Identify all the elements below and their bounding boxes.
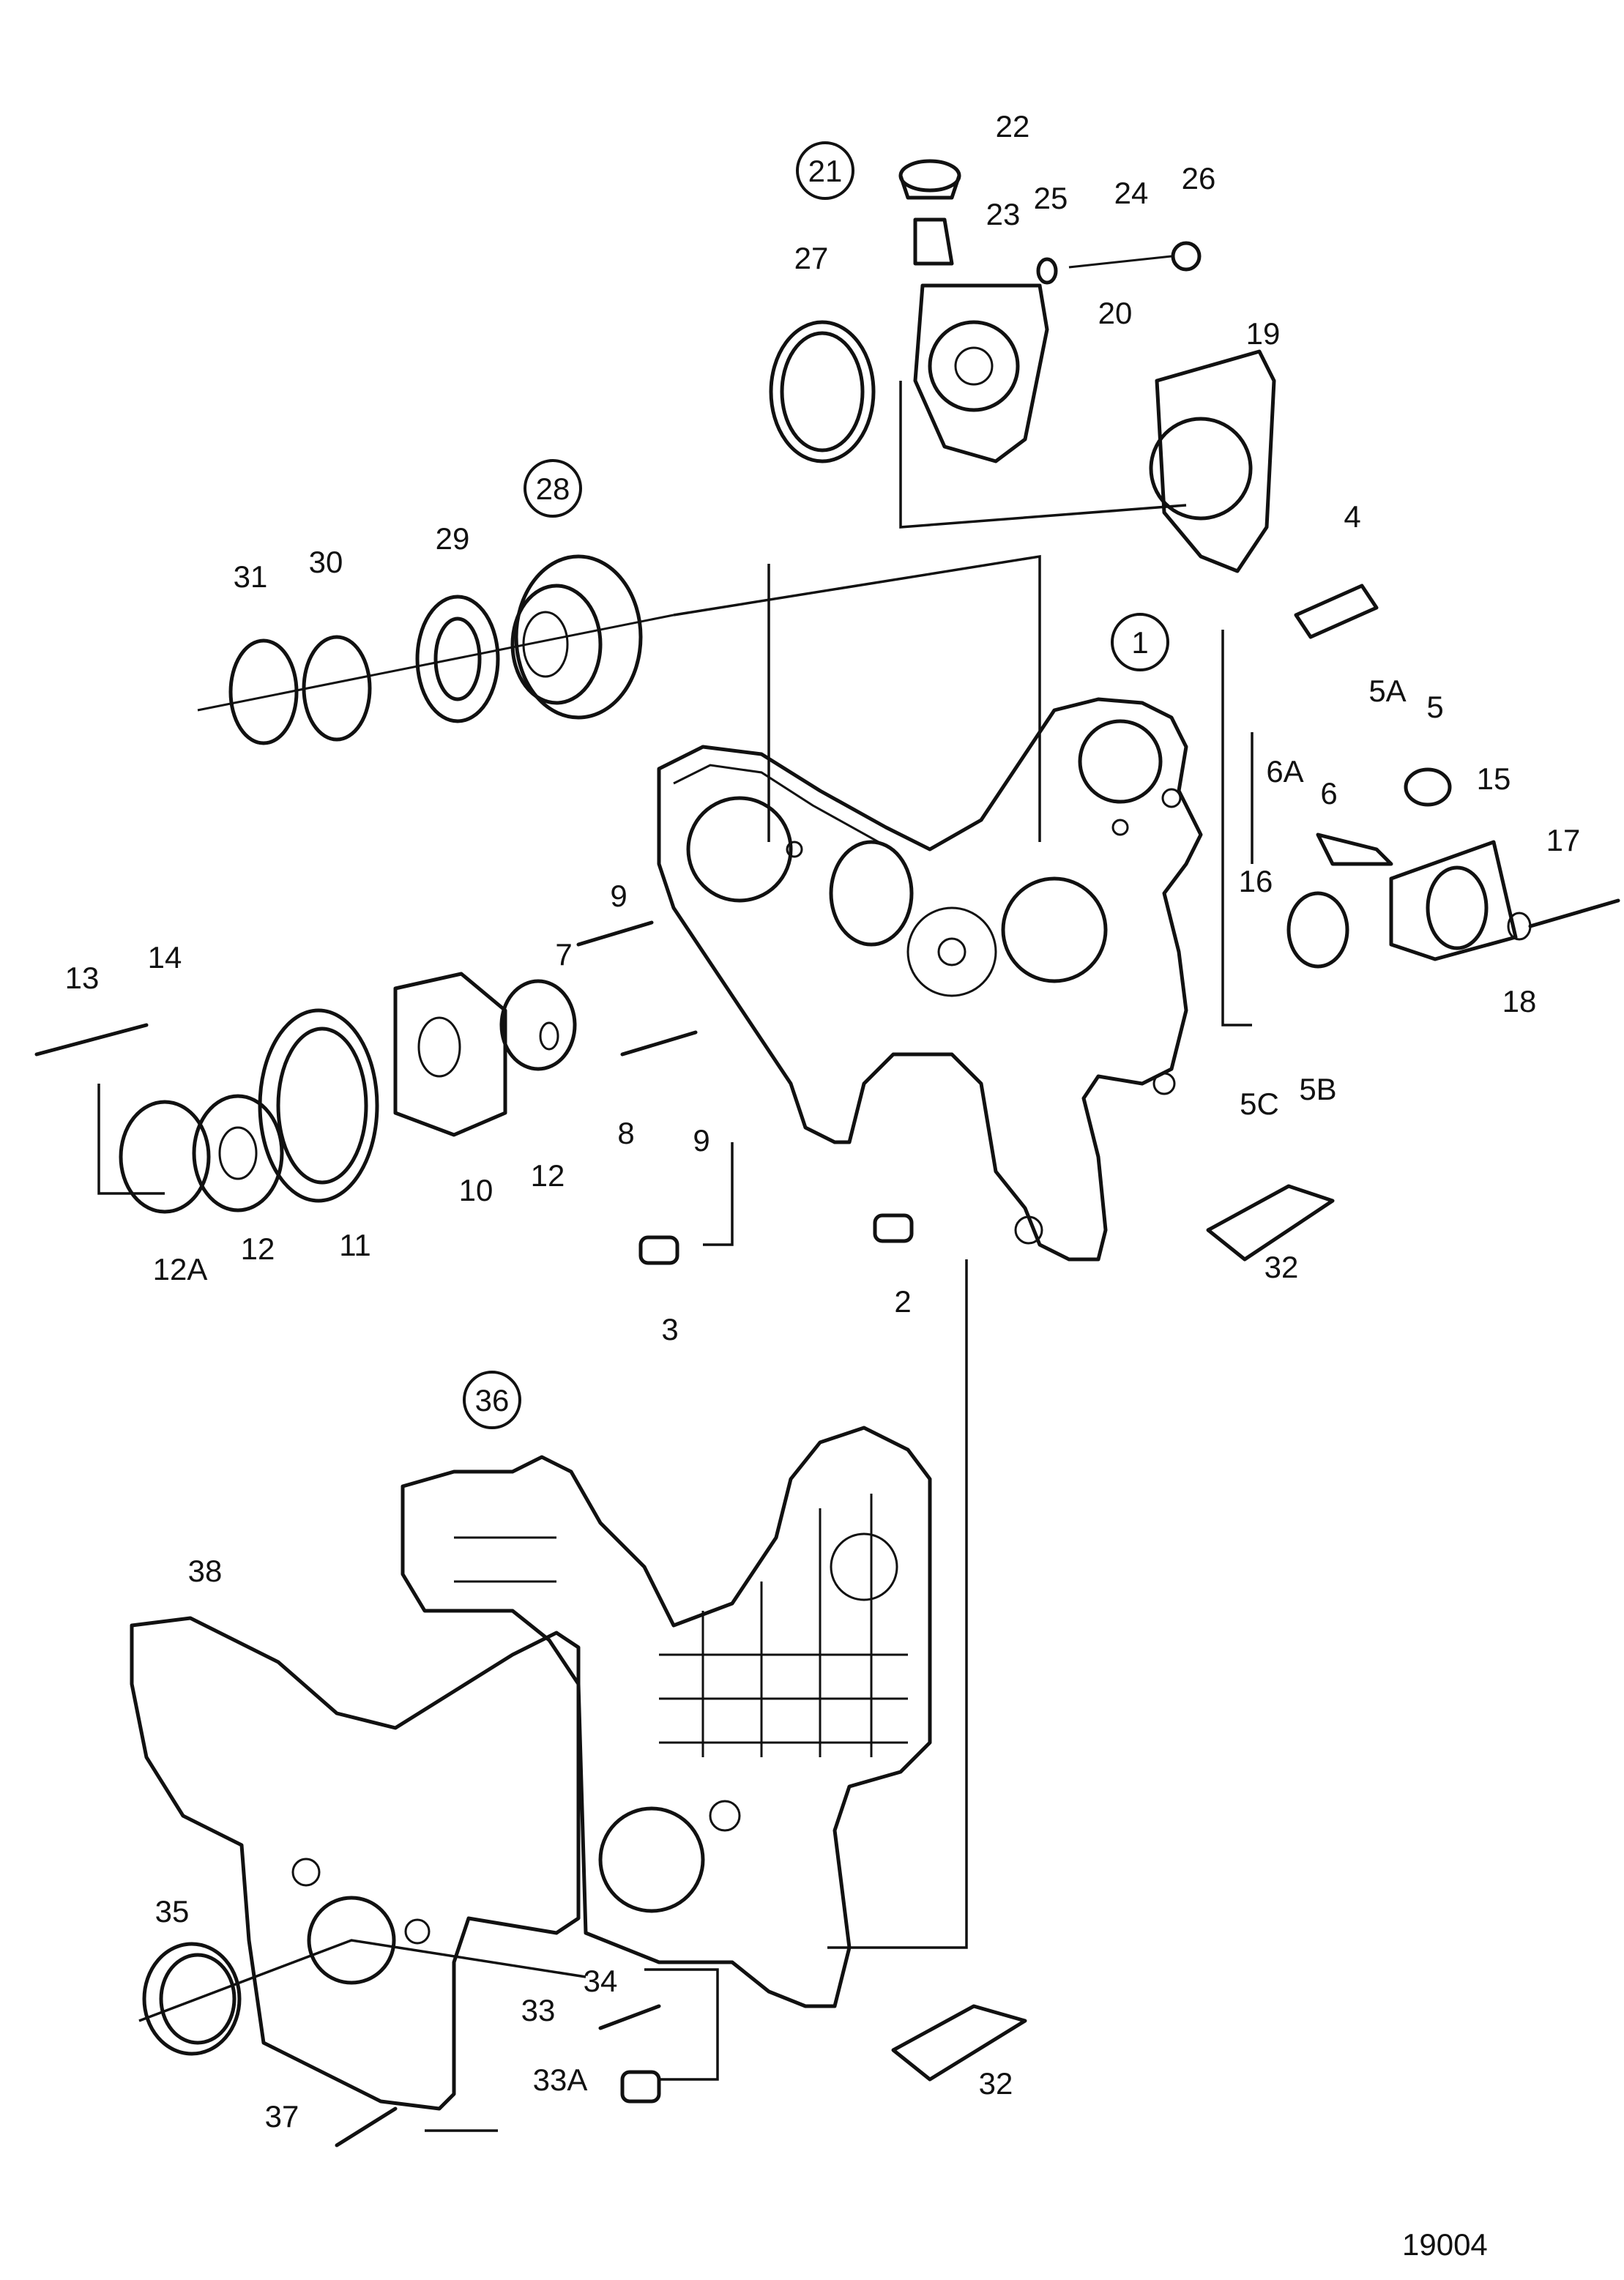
callout-23: 23 xyxy=(986,197,1021,231)
callout-circle-36 xyxy=(463,1371,521,1429)
seal-ring xyxy=(142,1942,242,2056)
callout-25: 25 xyxy=(1034,181,1068,215)
callout-14: 14 xyxy=(148,940,182,975)
callout-9-lower: 9 xyxy=(693,1123,709,1158)
callout-6A: 6A xyxy=(1266,754,1303,789)
callout-1: 1 xyxy=(1131,625,1148,660)
callout-8: 8 xyxy=(617,1116,634,1150)
sealant-tube xyxy=(891,1184,1335,2082)
callout-circle-1 xyxy=(1111,613,1169,671)
callout-18: 18 xyxy=(1502,984,1537,1018)
callout-10: 10 xyxy=(459,1173,493,1207)
callout-36: 36 xyxy=(475,1383,510,1417)
callout-6: 6 xyxy=(1320,776,1337,811)
callout-12-left: 12 xyxy=(241,1232,275,1266)
figure-number: 19004 xyxy=(1402,2227,1488,2262)
callout-20: 20 xyxy=(1098,296,1133,330)
callout-5: 5 xyxy=(1426,690,1443,724)
callout-33A: 33A xyxy=(533,2063,588,2097)
callout-circle-21 xyxy=(796,141,854,200)
callout-32-upper: 32 xyxy=(1264,1250,1299,1284)
callout-11: 11 xyxy=(339,1228,371,1262)
sender-and-housing-group xyxy=(1286,584,1620,969)
callout-26: 26 xyxy=(1182,161,1216,195)
callout-4: 4 xyxy=(1344,499,1360,534)
callout-17: 17 xyxy=(1546,823,1581,857)
leader-lines xyxy=(97,381,1254,2132)
callout-22: 22 xyxy=(996,109,1030,144)
callout-13: 13 xyxy=(65,961,100,995)
callout-labels: 1 2 3 4 5 5A 5B 5C 6 6A 7 8 9 9 10 11 12… xyxy=(65,109,1581,2134)
callout-33: 33 xyxy=(521,1993,556,2027)
callout-29: 29 xyxy=(436,521,470,556)
callout-34: 34 xyxy=(584,1964,618,1998)
callout-5A: 5A xyxy=(1368,674,1406,708)
callout-19: 19 xyxy=(1246,316,1281,351)
callout-16: 16 xyxy=(1239,864,1273,898)
callout-30: 30 xyxy=(309,545,343,579)
callout-12-right: 12 xyxy=(531,1158,565,1193)
callout-5C: 5C xyxy=(1240,1087,1279,1121)
thermostat-group xyxy=(769,159,1276,573)
callout-12A: 12A xyxy=(153,1252,208,1286)
callout-32-lower: 32 xyxy=(979,2066,1013,2101)
timing-gear-case xyxy=(657,697,1203,1262)
callout-3: 3 xyxy=(661,1312,678,1346)
callout-9-upper: 9 xyxy=(610,879,627,913)
callout-circle-28 xyxy=(524,459,582,518)
callout-31: 31 xyxy=(234,559,268,594)
idler-gear-group xyxy=(197,554,674,745)
callout-21: 21 xyxy=(808,154,843,188)
callout-15: 15 xyxy=(1477,761,1511,796)
crank-gear-group xyxy=(119,972,577,1214)
callout-7: 7 xyxy=(555,937,572,972)
callout-28: 28 xyxy=(536,472,570,506)
callout-2: 2 xyxy=(894,1284,911,1319)
callout-37: 37 xyxy=(265,2099,299,2134)
callout-38: 38 xyxy=(188,1554,223,1588)
dowels-and-bolts xyxy=(34,920,914,2147)
callout-27: 27 xyxy=(794,241,829,275)
callout-24: 24 xyxy=(1114,176,1149,210)
callout-5B: 5B xyxy=(1299,1072,1336,1106)
gasket xyxy=(130,1616,581,2111)
timing-cover xyxy=(401,1426,932,2008)
callout-35: 35 xyxy=(155,1894,190,1929)
